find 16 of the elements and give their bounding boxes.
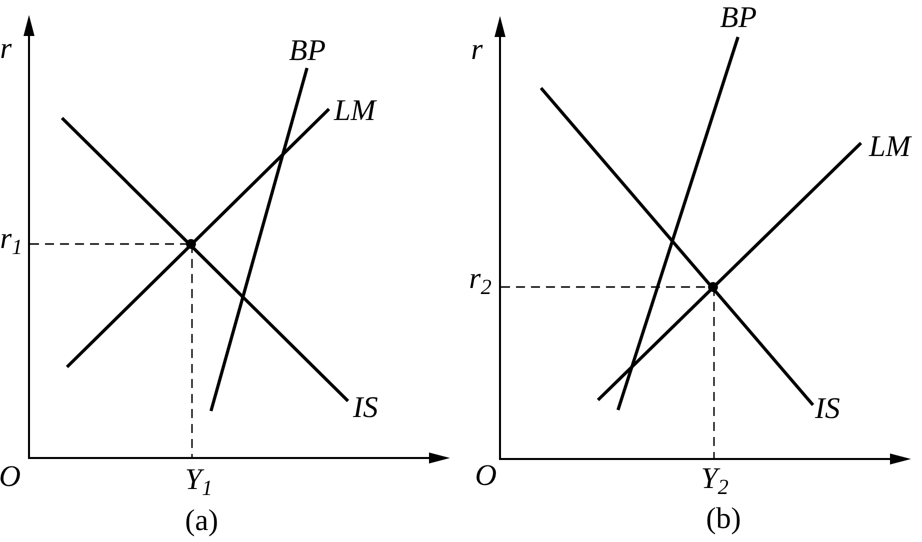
- origin-label: O: [0, 462, 21, 492]
- panel-label: (a): [185, 506, 218, 536]
- curve-label: BP: [720, 3, 757, 33]
- axis-value-label: Y$_{2}$: [701, 464, 728, 494]
- axis-value-label: Y$_{1}$: [185, 465, 212, 495]
- curve-label: IS: [353, 393, 378, 423]
- curve-label: LM: [869, 132, 911, 162]
- axis-value-label: r$_{2}$: [469, 264, 492, 294]
- axis-label: r: [0, 34, 12, 64]
- axis-value-label: r$_{1}$: [0, 224, 22, 254]
- curve-label: IS: [815, 394, 840, 424]
- curve-label: LM: [334, 96, 376, 126]
- panel-label: (b): [706, 504, 741, 534]
- axis-label: r: [471, 35, 483, 65]
- origin-label: O: [475, 461, 497, 491]
- curve-label: BP: [289, 36, 326, 66]
